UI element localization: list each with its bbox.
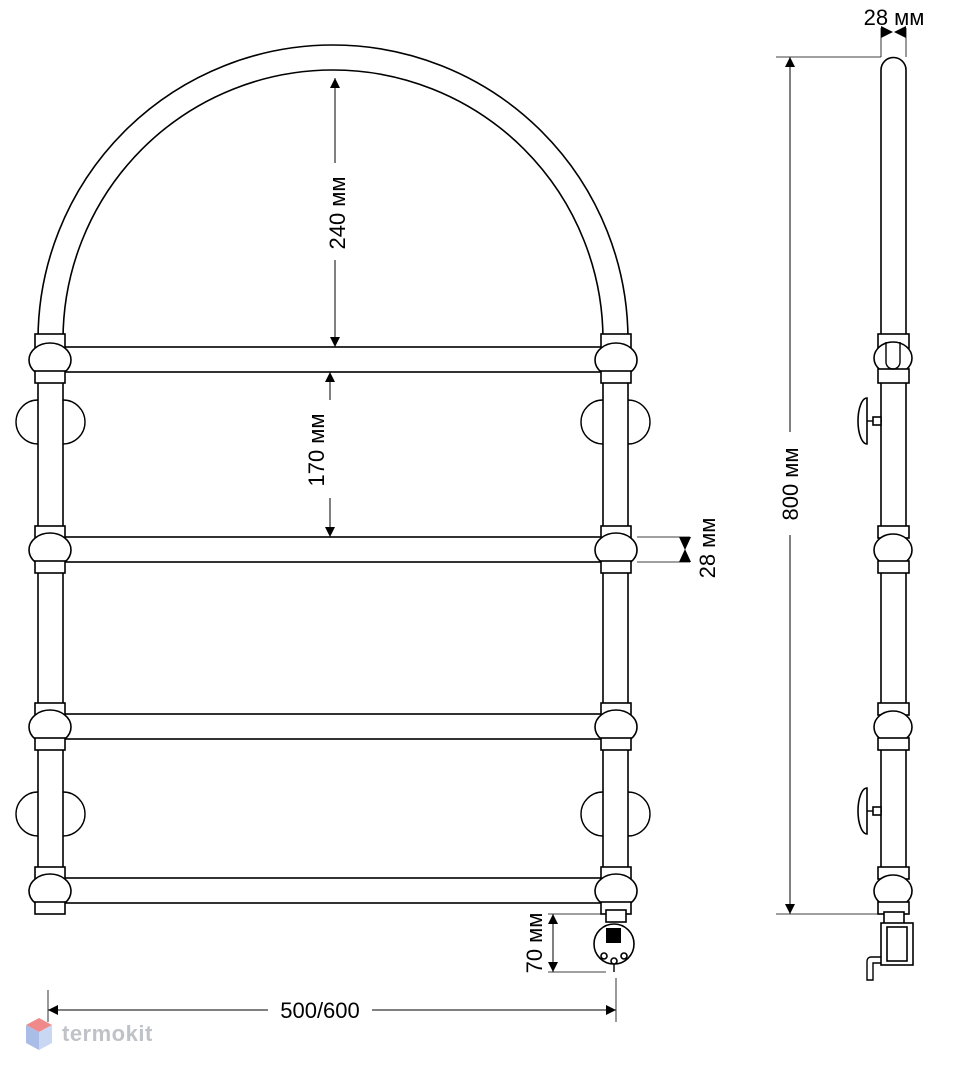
side-view [857, 56, 914, 981]
dim-depth: 28 мм [864, 5, 925, 57]
dim-tube-label: 28 мм [695, 518, 720, 579]
dim-height-label: 800 мм [778, 447, 803, 520]
dim-arch-label: 240 мм [325, 176, 350, 249]
bar-1 [61, 346, 605, 373]
side-heater [866, 911, 914, 981]
right-joints [594, 333, 638, 915]
heating-element [593, 909, 635, 972]
arch-inner [62, 69, 604, 341]
dim-width: 500/600 [47, 978, 617, 1023]
wall-mounts-front [15, 399, 651, 837]
bar-4 [61, 877, 605, 904]
bar-3 [61, 713, 605, 740]
arch-outer [37, 44, 629, 341]
heater-display-icon [606, 928, 621, 943]
dim-tube-diameter: 28 мм [637, 518, 720, 579]
dim-arch: 240 мм [325, 78, 350, 347]
side-post [880, 56, 907, 911]
cube-logo-icon [26, 1018, 52, 1050]
dim-height: 800 мм [776, 56, 881, 915]
bar-2 [61, 536, 605, 563]
left-post [37, 339, 64, 911]
front-view [15, 44, 651, 972]
brand-logo: termokit [24, 1016, 153, 1052]
right-post [602, 339, 629, 911]
dim-heater: 70 мм [522, 913, 606, 974]
dim-heater-label: 70 мм [522, 913, 547, 974]
dim-spacing: 170 мм [304, 372, 335, 537]
dim-spacing-label: 170 мм [304, 413, 329, 486]
dim-width-label: 500/600 [280, 998, 360, 1023]
dim-depth-label: 28 мм [864, 5, 925, 30]
brand-name: termokit [62, 1021, 153, 1046]
left-joints [28, 333, 72, 915]
side-wall-brackets [857, 397, 882, 835]
